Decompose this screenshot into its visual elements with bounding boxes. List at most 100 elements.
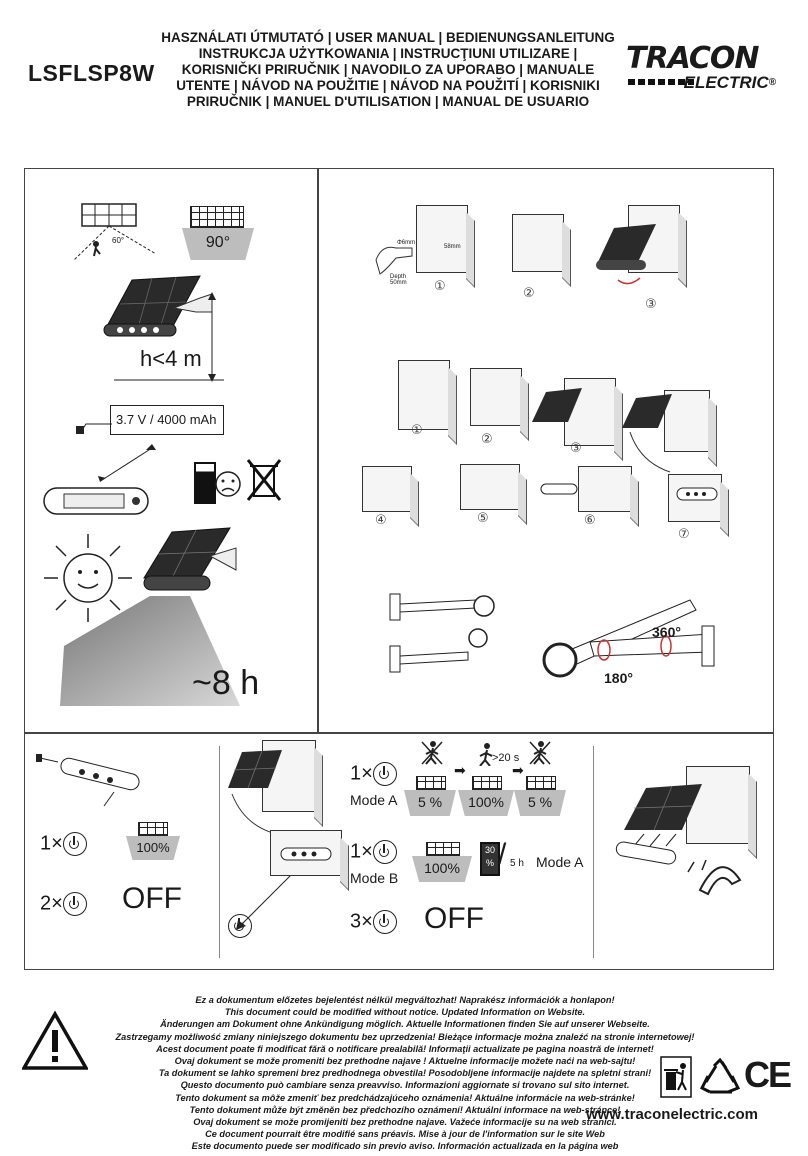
battery-compartment bbox=[43, 444, 156, 515]
arrow-right-icon: ➡ bbox=[454, 762, 466, 778]
runtime-label: ~8 h bbox=[192, 664, 260, 702]
light-bar bbox=[280, 847, 332, 861]
step-number: ① bbox=[434, 278, 446, 293]
brand-sub: ELECTRIC® bbox=[683, 73, 776, 92]
panel-frame-top-left bbox=[24, 168, 319, 734]
motion-icon bbox=[479, 743, 493, 766]
sensor-angle: 60° bbox=[112, 236, 125, 245]
step-number: ③ bbox=[645, 296, 657, 311]
sun-icon bbox=[44, 534, 132, 622]
wall-block bbox=[664, 390, 710, 452]
lamp-illustration bbox=[103, 275, 213, 337]
wall-block bbox=[578, 466, 632, 512]
lamp-with-magnet bbox=[615, 784, 742, 896]
step-number: ⑤ bbox=[477, 510, 489, 525]
rotation-diagram bbox=[542, 599, 715, 678]
battery-spec: 3.7 V / 4000 mAh bbox=[116, 412, 217, 427]
battery-box bbox=[110, 405, 224, 435]
model-number: LSFLSP8W bbox=[28, 60, 155, 86]
lamp-panel-icon bbox=[526, 776, 556, 790]
power-button-icon bbox=[228, 914, 252, 938]
title-line: HASZNÁLATI ÚTMUTATÓ | USER MANUAL | BEDI… bbox=[161, 30, 615, 45]
power-button-icon bbox=[372, 840, 397, 864]
light-beam-100: 100% bbox=[126, 836, 180, 860]
lamp-charging-light bbox=[60, 527, 240, 706]
wall-block bbox=[686, 766, 750, 844]
step-number: ⑥ bbox=[584, 512, 596, 527]
lamp-panel-icon bbox=[472, 776, 502, 790]
solar-panel-remote bbox=[228, 750, 282, 789]
battery-icon: 30 % bbox=[480, 842, 500, 876]
sad-face-icon bbox=[215, 471, 241, 497]
lamp-panel-icon bbox=[190, 206, 244, 228]
mode-b-label: Mode B bbox=[350, 870, 399, 886]
step-number: ② bbox=[523, 285, 535, 300]
light-bar-cable bbox=[36, 754, 140, 807]
lamp-panel-icon bbox=[426, 842, 460, 856]
step-number: ④ bbox=[375, 512, 387, 527]
no-motion-icon bbox=[529, 741, 551, 765]
mode-b-press: 1× bbox=[350, 840, 397, 864]
slash: / bbox=[498, 838, 507, 871]
press-twice: 2× bbox=[40, 892, 87, 916]
title-line: UTENTE | NÁVOD NA POUŽITIE | NÁVOD NA PO… bbox=[176, 78, 600, 93]
hours-label: 5 h bbox=[510, 858, 524, 869]
power-button-large bbox=[228, 914, 252, 938]
wall-block bbox=[460, 464, 520, 510]
rotation-180: 180° bbox=[604, 670, 633, 686]
panel-frame-top-right bbox=[317, 168, 774, 734]
step-number: ⑦ bbox=[678, 526, 690, 541]
press-once: 1× bbox=[40, 832, 87, 856]
light-level-a3: 5 % bbox=[514, 790, 566, 816]
light-level-a2: 100% bbox=[458, 790, 514, 816]
lamp-mounted bbox=[532, 388, 582, 422]
step-number: ② bbox=[481, 431, 493, 446]
panel-divider bbox=[593, 746, 594, 958]
panel-frame-bottom bbox=[24, 732, 774, 970]
height-label: h<4 m bbox=[140, 346, 202, 371]
drill-hand bbox=[375, 246, 413, 275]
press-three: 3× bbox=[350, 910, 397, 934]
light-bar bbox=[676, 487, 718, 501]
website-link[interactable]: www.traconelectric.com bbox=[586, 1106, 759, 1123]
hole-depth: Depth 50mm bbox=[390, 274, 407, 286]
sensor-diagram bbox=[73, 203, 157, 261]
disclaimer: Ez a dokumentum előzetes bejelentést nél… bbox=[115, 995, 695, 1152]
warning-icon bbox=[22, 1010, 88, 1070]
power-button-icon bbox=[372, 910, 397, 934]
hole-spacing: 58mm bbox=[444, 244, 461, 250]
off-label: OFF bbox=[424, 902, 484, 935]
wall-block bbox=[416, 205, 468, 273]
hole-diameter: Φ6mm bbox=[397, 240, 416, 246]
light-level-a1: 5 % bbox=[404, 790, 456, 816]
brand-name: TRACON bbox=[626, 41, 760, 76]
title-line: PRIRUČNIK | MANUEL D'UTILISATION | MANUA… bbox=[186, 94, 590, 109]
lamp-mounted bbox=[596, 224, 656, 285]
delay-label: >20 s bbox=[492, 752, 520, 764]
mode-a-label: Mode A bbox=[350, 792, 398, 808]
wall-block bbox=[470, 368, 522, 426]
manual-titles: HASZNÁLATI ÚTMUTATÓ | USER MANUAL | BEDI… bbox=[158, 30, 618, 110]
weee-bin-icon bbox=[246, 459, 282, 501]
lamp-panel-icon bbox=[416, 776, 446, 790]
light-beam-90: 90° bbox=[182, 228, 254, 260]
battery-low-icon bbox=[194, 462, 216, 504]
panel-divider bbox=[219, 746, 220, 958]
mode-a-ref: Mode A bbox=[536, 854, 584, 870]
lamp-remote bbox=[622, 394, 672, 473]
ce-mark: CE bbox=[744, 1054, 792, 1095]
recycle-icon bbox=[699, 1058, 741, 1094]
wall-block bbox=[398, 360, 450, 430]
light-bar bbox=[540, 483, 578, 495]
bracket-diagram bbox=[389, 593, 495, 673]
battery-percent: 30 % bbox=[484, 845, 495, 868]
wall-block bbox=[362, 466, 412, 512]
battery-cable bbox=[76, 423, 112, 434]
brand-dots bbox=[628, 79, 694, 85]
height-arrow bbox=[114, 292, 224, 382]
brand-logo: TRACON ELECTRIC® bbox=[626, 44, 776, 92]
power-button-icon bbox=[372, 762, 397, 786]
title-line: KORISNIČKI PRIRUČNIK | NAVODILO ZA UPORA… bbox=[181, 62, 595, 77]
light-level-b: 100% bbox=[412, 856, 472, 882]
off-label: OFF bbox=[122, 882, 182, 915]
